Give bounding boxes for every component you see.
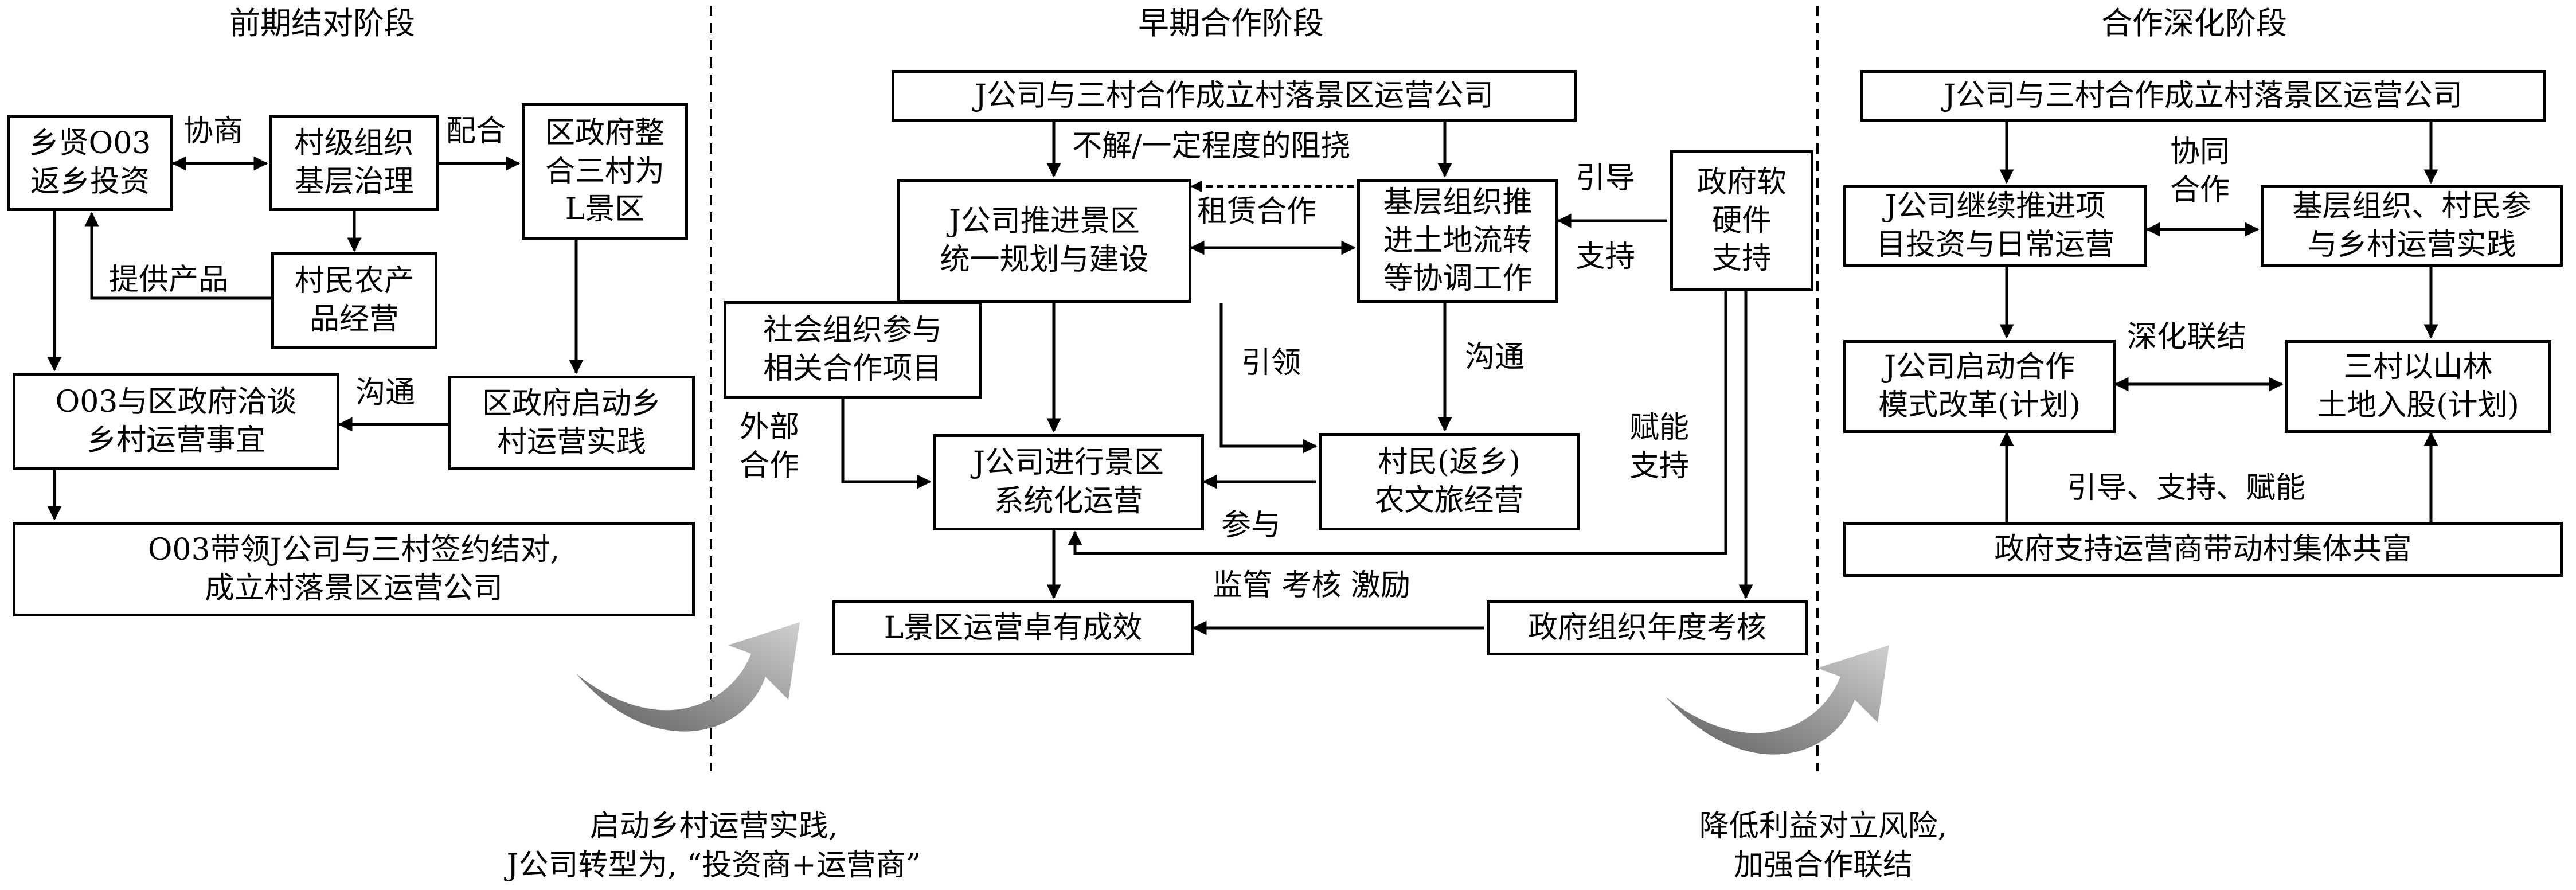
label-guide: 引导: [1576, 161, 1636, 196]
label-negotiate: 协商: [183, 114, 244, 149]
box-j-ops: J公司进行景区 系统化运营: [933, 434, 1204, 530]
label-provide-products: 提供产品: [109, 263, 229, 297]
label-empower: 赋能 支持: [1629, 411, 1690, 483]
transition-caption-2: 降低利益对立风险, 加强合作联结: [1699, 809, 1948, 883]
label-supervise: 监管 考核 激励: [1213, 568, 1411, 603]
box-gov-assess: 政府组织年度考核: [1487, 600, 1808, 655]
box-j-continue: J公司继续推进项 目投资与日常运营: [1843, 185, 2147, 267]
label-external: 外部 合作: [740, 410, 800, 483]
label-cooperate: 配合: [446, 114, 506, 149]
box-o03-talks: O03与区政府洽谈 乡村运营事宜: [13, 373, 339, 470]
curved-arrow-1: [576, 622, 800, 732]
box-grassroots: 基层组织推 进土地流转 等协调工作: [1357, 179, 1558, 303]
stage-title-3: 合作深化阶段: [2101, 5, 2287, 41]
box-gov-support: 政府软 硬件 支持: [1670, 150, 1813, 291]
label-communicate-2: 沟通: [1465, 340, 1525, 374]
arrow-empower: [1068, 291, 1727, 555]
box-grassroots-villagers: 基层组织、村民参 与乡村运营实践: [2261, 185, 2563, 267]
label-participate: 参与: [1221, 508, 1281, 542]
transition-caption-1: 启动乡村运营实践, J公司转型为, “投资商+运营商”: [506, 809, 921, 883]
box-villager-ops: 村民(返乡) 农文旅经营: [1319, 433, 1580, 530]
label-lease: 租赁合作: [1197, 194, 1317, 229]
label-guide-support: 引导、支持、赋能: [2067, 471, 2306, 505]
label-communicate-1: 沟通: [355, 376, 416, 410]
box-returnee-invest: 乡贤O03 返乡投资: [7, 115, 173, 211]
label-resist: 不解/一定程度的阻挠: [1072, 129, 1351, 163]
box-village-org: 村级组织 基层治理: [269, 115, 439, 211]
box-district-launch: 区政府启动乡 村运营实践: [448, 376, 695, 470]
label-deepen: 深化联结: [2127, 320, 2247, 354]
box-district-gov: 区政府整 合三村为 L景区: [522, 103, 688, 240]
box-s3-company-setup: J公司与三村合作成立村落景区运营公司: [1860, 70, 2546, 122]
label-lead: 引领: [1241, 346, 1301, 380]
arrow-external: [841, 399, 932, 489]
arrow-provide-products: [84, 212, 271, 300]
label-jointly: 协同 合作: [2170, 135, 2230, 208]
box-j-reform: J公司启动合作 模式改革(计划): [1843, 340, 2116, 433]
box-o03-lead: O03带领J公司与三村签约结对, 成立村落景区运营公司: [13, 522, 695, 616]
arrow-lead: [1219, 303, 1318, 454]
box-j-plan: J公司推进景区 统一规划与建设: [897, 179, 1191, 303]
stage-title-1: 前期结对阶段: [229, 5, 415, 41]
stage-title-2: 早期合作阶段: [1138, 5, 1324, 41]
label-support: 支持: [1576, 240, 1636, 274]
curved-arrow-2: [1666, 645, 1889, 755]
box-s2-company-setup: J公司与三村合作成立村落景区运营公司: [892, 70, 1577, 122]
box-three-villages: 三村以山林 土地入股(计划): [2285, 340, 2551, 433]
box-l-success: L景区运营卓有成效: [832, 600, 1194, 655]
box-social-org: 社会组织参与 相关合作项目: [724, 301, 982, 399]
box-gov-common-prosperity: 政府支持运营商带动村集体共富: [1843, 522, 2563, 577]
box-villager-products: 村民农产 品经营: [271, 252, 437, 349]
